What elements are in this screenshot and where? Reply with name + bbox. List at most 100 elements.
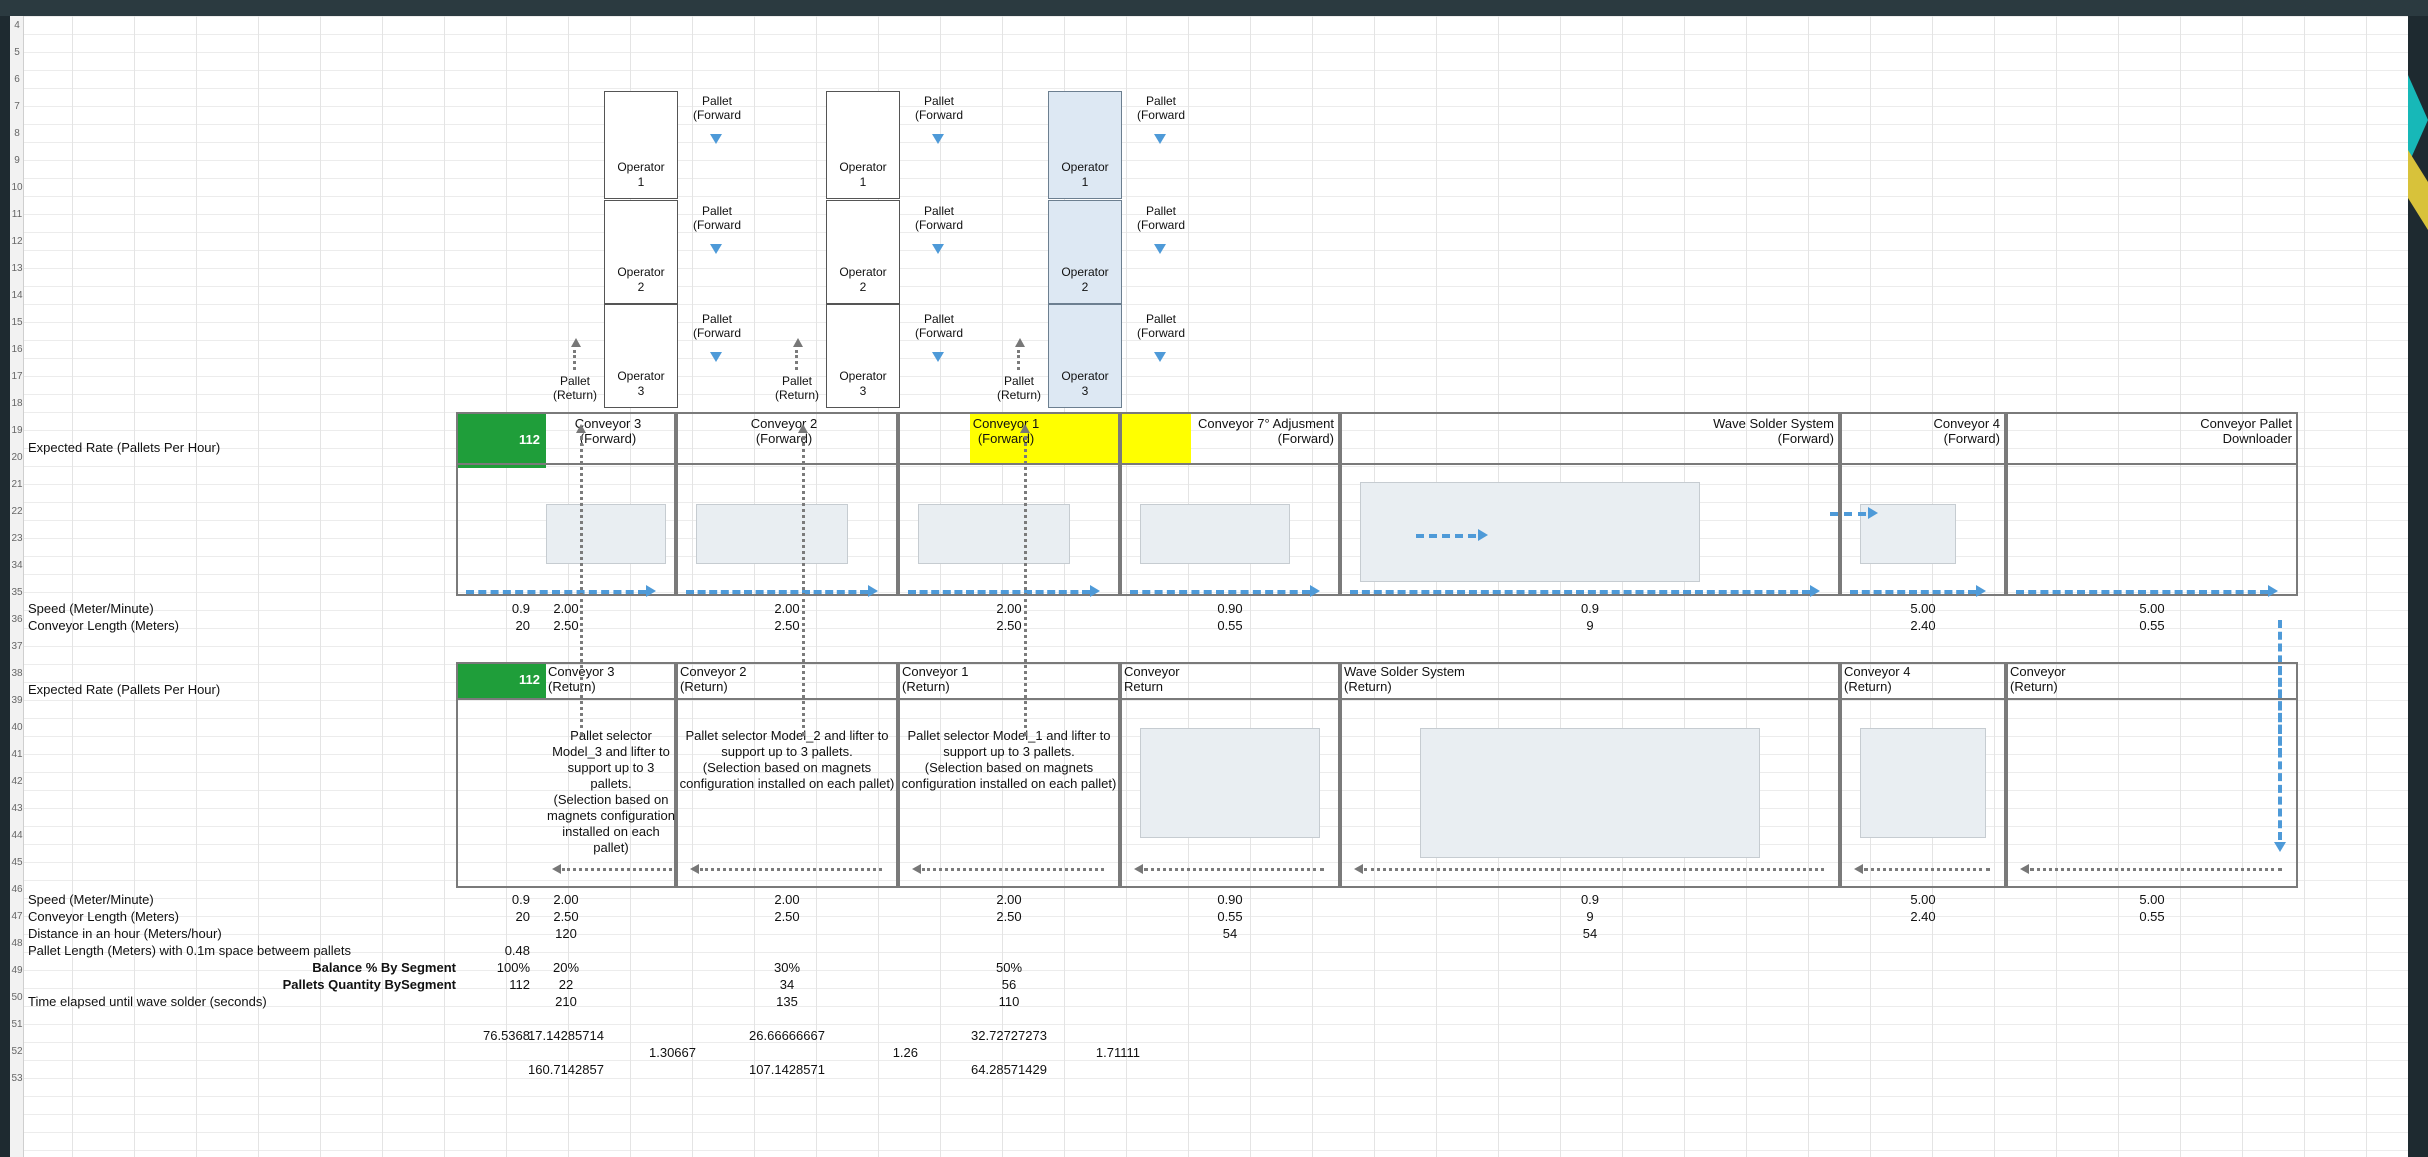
return-segment-length[interactable]: 9 [1586, 909, 1594, 924]
forward-segment-length[interactable]: 9 [1586, 618, 1594, 633]
return-segment-time[interactable]: 110 [998, 994, 1020, 1009]
row-number[interactable]: 12 [11, 236, 23, 247]
row-number[interactable]: 23 [11, 533, 23, 544]
operator-1-station[interactable]: Operator 1 [826, 91, 900, 199]
row-number[interactable]: 13 [11, 263, 23, 274]
row-number[interactable]: 44 [11, 830, 23, 841]
row-number[interactable]: 37 [11, 641, 23, 652]
row-number[interactable]: 47 [11, 911, 23, 922]
row-number[interactable]: 40 [11, 722, 23, 733]
length-total-forward[interactable]: 20 [515, 618, 530, 633]
row-number[interactable]: 20 [11, 452, 23, 463]
row-number[interactable]: 9 [14, 155, 20, 166]
balance-total[interactable]: 100% [496, 960, 530, 975]
time-total[interactable]: 76.5368 [483, 1028, 530, 1043]
return-segment-length[interactable]: 2.50 [553, 909, 579, 924]
row-number[interactable]: 39 [11, 695, 23, 706]
operator-1-station[interactable]: Operator 1 [1048, 91, 1122, 199]
operator-3-station[interactable]: Operator 3 [826, 304, 900, 408]
row-number[interactable]: 53 [11, 1073, 23, 1084]
operator-2-station[interactable]: Operator 2 [604, 200, 678, 304]
forward-segment-speed[interactable]: 5.00 [2139, 601, 2165, 616]
row-number[interactable]: 10 [11, 182, 23, 193]
row-number[interactable]: 45 [11, 857, 23, 868]
row-number[interactable]: 52 [11, 1046, 23, 1057]
row-number[interactable]: 51 [11, 1019, 23, 1030]
return-segment-value-3[interactable]: 64.28571429 [971, 1062, 1047, 1077]
forward-segment-length[interactable]: 0.55 [1217, 618, 1243, 633]
forward-segment-speed[interactable]: 0.90 [1217, 601, 1243, 616]
row-number[interactable]: 49 [11, 965, 23, 976]
row-number[interactable]: 21 [11, 479, 23, 490]
operator-2-station[interactable]: Operator 2 [1048, 200, 1122, 304]
return-segment-value-1[interactable]: 17.14285714 [528, 1028, 604, 1043]
return-segment-balance[interactable]: 20% [552, 960, 580, 975]
return-segment-value-1[interactable]: 32.72727273 [971, 1028, 1047, 1043]
forward-segment-length[interactable]: 0.55 [2139, 618, 2165, 633]
return-segment-time[interactable]: 135 [776, 994, 798, 1009]
row-number[interactable]: 15 [11, 317, 23, 328]
forward-segment-length[interactable]: 2.50 [996, 618, 1022, 633]
row-number[interactable]: 16 [11, 344, 23, 355]
return-segment-speed[interactable]: 5.00 [1910, 892, 1936, 907]
forward-segment-speed[interactable]: 2.00 [774, 601, 800, 616]
row-number[interactable]: 17 [11, 371, 23, 382]
return-segment-quantity[interactable]: 56 [1001, 977, 1017, 992]
forward-segment-speed[interactable]: 2.00 [996, 601, 1022, 616]
return-segment-speed[interactable]: 5.00 [2139, 892, 2165, 907]
return-segment-value-1[interactable]: 26.66666667 [749, 1028, 825, 1043]
return-segment-balance[interactable]: 50% [995, 960, 1023, 975]
row-number[interactable]: 35 [11, 587, 23, 598]
row-number[interactable]: 14 [11, 290, 23, 301]
return-segment-speed[interactable]: 0.9 [1580, 892, 1600, 907]
operator-1-station[interactable]: Operator 1 [604, 91, 678, 199]
return-segment-length[interactable]: 0.55 [1217, 909, 1243, 924]
return-segment-speed[interactable]: 2.00 [996, 892, 1022, 907]
return-segment-speed[interactable]: 0.90 [1217, 892, 1243, 907]
row-number[interactable]: 8 [14, 128, 20, 139]
row-number[interactable]: 18 [11, 398, 23, 409]
forward-segment-length[interactable]: 2.50 [553, 618, 579, 633]
return-segment-length[interactable]: 2.40 [1910, 909, 1936, 924]
return-segment-value-2[interactable]: 1.26 [892, 1045, 918, 1060]
row-number[interactable]: 11 [11, 209, 23, 220]
forward-segment-speed[interactable]: 5.00 [1910, 601, 1936, 616]
row-number[interactable]: 43 [11, 803, 23, 814]
return-segment-balance[interactable]: 30% [773, 960, 801, 975]
forward-segment-length[interactable]: 2.40 [1910, 618, 1936, 633]
return-segment-quantity[interactable]: 22 [558, 977, 574, 992]
row-number[interactable]: 41 [11, 749, 23, 760]
return-segment-distance[interactable]: 54 [1222, 926, 1238, 941]
return-segment-length[interactable]: 0.55 [2139, 909, 2165, 924]
operator-2-station[interactable]: Operator 2 [826, 200, 900, 304]
return-segment-distance[interactable]: 120 [555, 926, 577, 941]
row-number[interactable]: 22 [11, 506, 23, 517]
speed-total-return[interactable]: 0.9 [511, 892, 530, 907]
return-segment-length[interactable]: 2.50 [774, 909, 800, 924]
return-segment-distance[interactable]: 54 [1582, 926, 1598, 941]
return-segment-speed[interactable]: 2.00 [553, 892, 579, 907]
row-number[interactable]: 34 [11, 560, 23, 571]
return-segment-value-3[interactable]: 107.1428571 [749, 1062, 825, 1077]
operator-3-station[interactable]: Operator 3 [604, 304, 678, 408]
row-number[interactable]: 7 [14, 101, 20, 112]
row-number[interactable]: 5 [14, 47, 20, 58]
return-segment-value-2[interactable]: 1.71111 [1095, 1045, 1140, 1060]
row-number[interactable]: 19 [11, 425, 23, 436]
length-total-return[interactable]: 20 [515, 909, 530, 924]
row-number[interactable]: 6 [14, 74, 20, 85]
pallet-length-value[interactable]: 0.48 [504, 943, 530, 958]
return-segment-value-2[interactable]: 1.30667 [649, 1045, 696, 1060]
quantity-total[interactable]: 112 [509, 977, 530, 992]
forward-segment-speed[interactable]: 0.9 [1580, 601, 1600, 616]
return-segment-value-3[interactable]: 160.7142857 [528, 1062, 604, 1077]
row-number[interactable]: 50 [11, 992, 23, 1003]
row-number[interactable]: 42 [11, 776, 23, 787]
row-number[interactable]: 46 [11, 884, 23, 895]
expected-rate-value-forward[interactable]: 112 [456, 412, 546, 468]
return-segment-time[interactable]: 210 [555, 994, 577, 1009]
row-number[interactable]: 4 [14, 20, 20, 31]
return-segment-length[interactable]: 2.50 [996, 909, 1022, 924]
row-number[interactable]: 38 [11, 668, 23, 679]
